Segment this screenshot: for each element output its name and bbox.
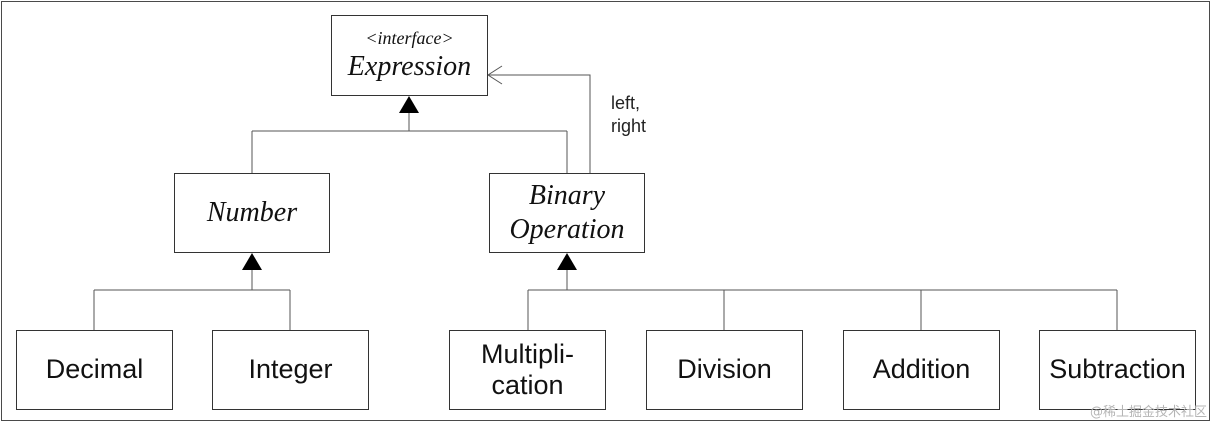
- generalization-arrow-binary-operation: [557, 253, 577, 270]
- subtraction-class-box: Subtraction: [1039, 330, 1196, 410]
- multiplication-name-line2: cation: [491, 370, 564, 400]
- addition-class-box: Addition: [843, 330, 1000, 410]
- association-label-line2: right: [611, 115, 647, 136]
- association-label-line1: left,: [611, 93, 641, 113]
- association-line: [488, 74, 591, 173]
- integer-class-box: Integer: [212, 330, 369, 410]
- subtraction-class-name: Subtraction: [1049, 354, 1186, 385]
- association-arrowhead: [487, 65, 503, 85]
- generalization-arrow-number: [242, 253, 262, 270]
- multiplication-class-box: Multipli- cation: [449, 330, 606, 410]
- number-class-box: Number: [174, 173, 330, 253]
- binary-operation-name-line1: Binary: [528, 180, 606, 212]
- number-class-name: Number: [206, 197, 298, 229]
- integer-class-name: Integer: [248, 354, 333, 385]
- division-class-name: Division: [677, 354, 772, 385]
- expression-class-name: Expression: [347, 50, 472, 82]
- generalization-arrow-expression: [399, 96, 419, 113]
- watermark-text: @稀土掘金技术社区: [1089, 405, 1207, 420]
- binary-operation-name-line2: Operation: [509, 214, 625, 245]
- division-class-box: Division: [646, 330, 803, 410]
- decimal-class-name: Decimal: [45, 354, 144, 385]
- addition-class-name: Addition: [872, 354, 971, 385]
- decimal-class-box: Decimal: [16, 330, 173, 410]
- multiplication-name-line1: Multipli-: [480, 338, 574, 369]
- binary-operation-class-box: Binary Operation: [489, 173, 645, 253]
- expression-class-box: <interface> Expression: [331, 15, 488, 96]
- expression-stereotype: <interface>: [365, 27, 454, 48]
- association-label: left, right: [611, 92, 646, 137]
